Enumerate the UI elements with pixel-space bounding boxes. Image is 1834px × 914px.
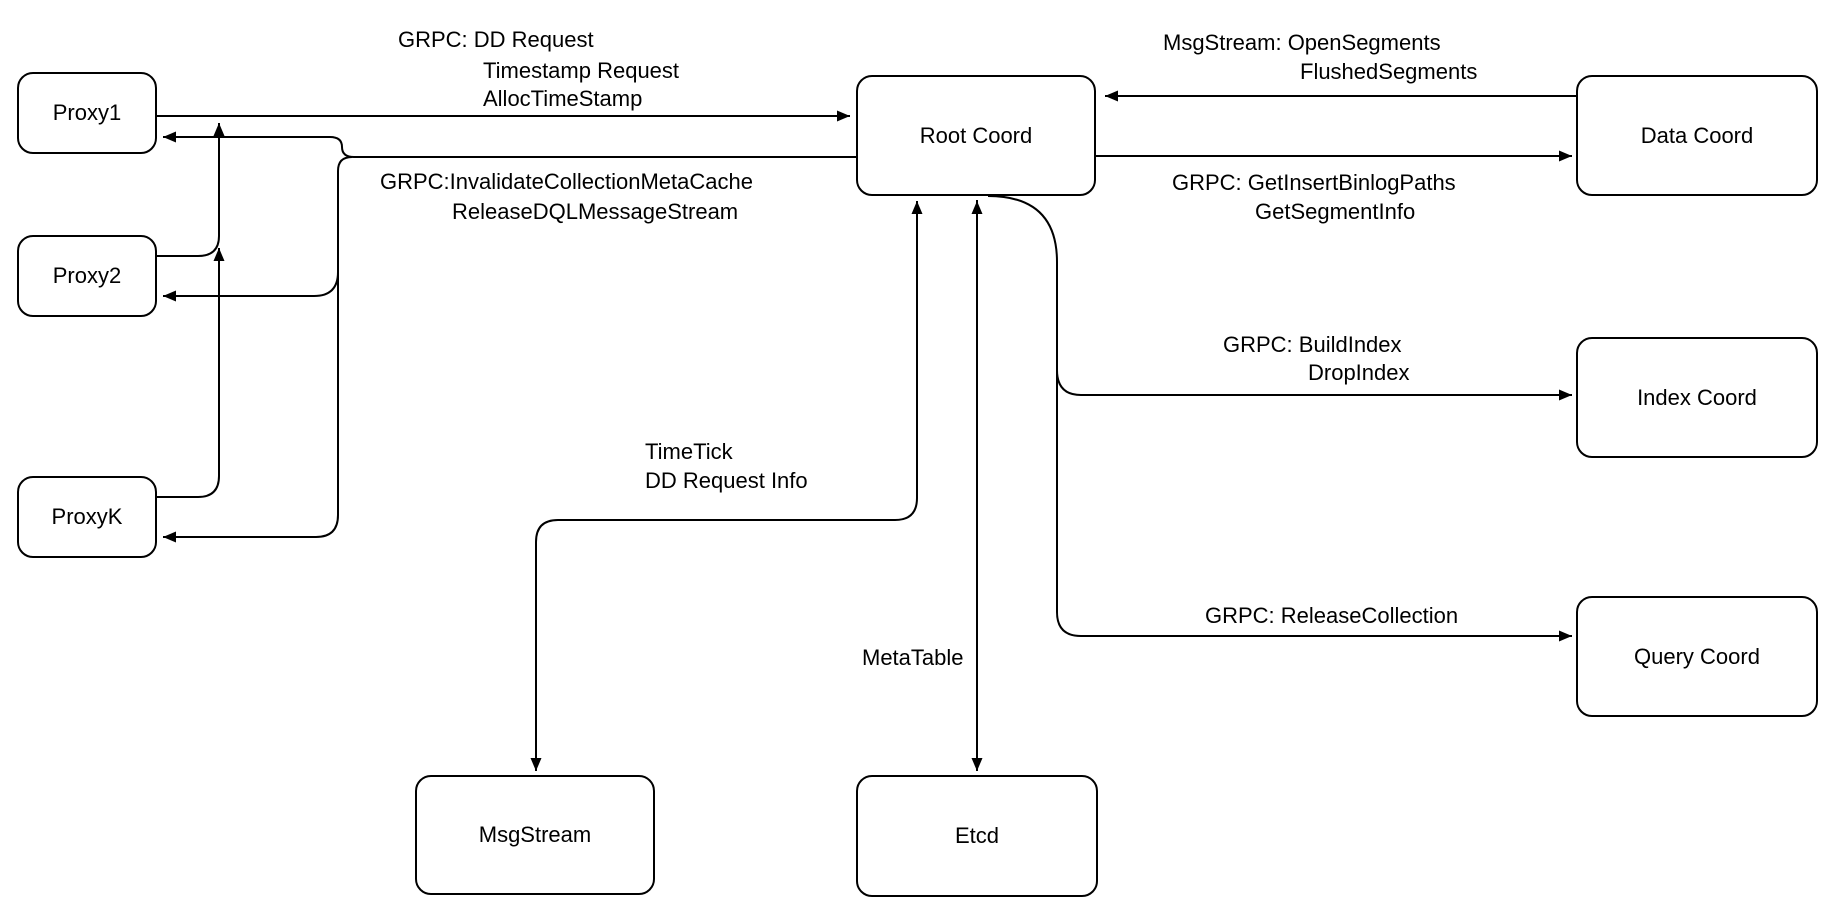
edge-label-root-to-proxies-line1: GRPC:InvalidateCollectionMetaCache (380, 169, 753, 194)
node-root-coord: Root Coord (856, 75, 1096, 196)
edge-label-data-to-root-line2: FlushedSegments (1300, 59, 1478, 84)
node-index-coord: Index Coord (1576, 337, 1818, 458)
node-msgstream: MsgStream (415, 775, 655, 895)
node-proxyk: ProxyK (17, 476, 157, 558)
edge-label-root-to-query-line1: GRPC: ReleaseCollection (1205, 603, 1459, 628)
edge-label-root-to-proxies-line2: ReleaseDQLMessageStream (452, 199, 739, 224)
node-root-coord-label: Root Coord (919, 122, 1033, 148)
edge-proxy2-up (157, 123, 225, 257)
edge-root-to-proxy2 (163, 271, 339, 302)
node-proxy2: Proxy2 (17, 235, 157, 317)
edge-proxyk-up (157, 248, 225, 498)
node-query-coord-label: Query Coord (1634, 643, 1760, 669)
edge-label-root-to-data-line2: GetSegmentInfo (1255, 199, 1416, 224)
edge-label-root-to-msgstream-line1: TimeTick (645, 439, 733, 464)
edge-label-root-to-msgstream-line2: DD Request Info (645, 468, 808, 493)
edge-label-root-to-etcd-line1: MetaTable (862, 645, 964, 670)
edge-label-proxy-to-root-line2: Timestamp Request (483, 58, 680, 83)
node-index-coord-label: Index Coord (1637, 384, 1757, 410)
node-proxy1: Proxy1 (17, 72, 157, 154)
edge-label-root-to-data-line1: GRPC: GetInsertBinlogPaths (1172, 170, 1456, 195)
edge-root-to-proxyk (163, 156, 353, 543)
edge-root-to-query (987, 195, 1572, 642)
node-etcd: Etcd (856, 775, 1098, 897)
edge-root-to-proxy1 (163, 131, 856, 158)
edge-label-root-to-index-line2: DropIndex (1308, 360, 1410, 385)
node-proxy1-label: Proxy1 (52, 100, 122, 125)
node-msgstream-label: MsgStream (478, 822, 592, 847)
edge-label-proxy-to-root-line3: AllocTimeStamp (483, 86, 643, 111)
node-proxyk-label: ProxyK (51, 504, 123, 529)
node-query-coord: Query Coord (1576, 596, 1818, 717)
edge-root-to-index (1056, 369, 1572, 401)
node-etcd-label: Etcd (954, 823, 1000, 848)
edge-root-to-msgstream (530, 201, 918, 771)
node-data-coord: Data Coord (1576, 75, 1818, 196)
node-proxy2-label: Proxy2 (52, 263, 122, 288)
edge-label-root-to-index-line1: GRPC: BuildIndex (1223, 332, 1402, 357)
edge-label-data-to-root-line1: MsgStream: OpenSegments (1163, 30, 1441, 55)
node-data-coord-label: Data Coord (1640, 122, 1754, 148)
edge-label-proxy-to-root-line1: GRPC: DD Request (398, 27, 594, 52)
